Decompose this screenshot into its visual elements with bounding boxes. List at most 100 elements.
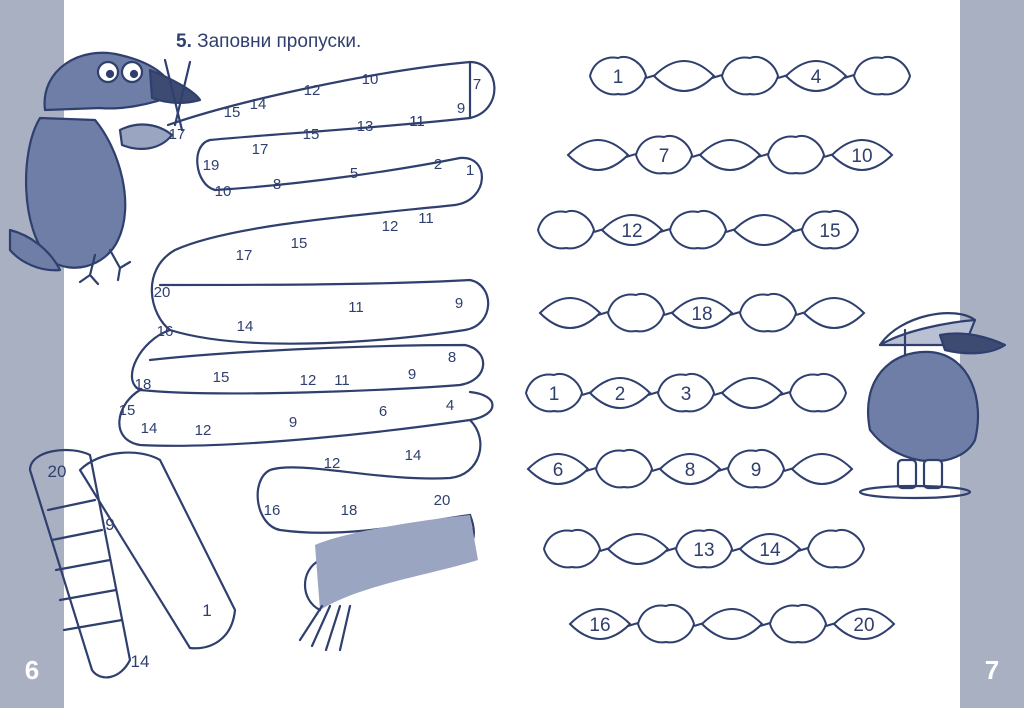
leaf-blank [542, 529, 602, 569]
leaf-number: 10 [851, 146, 872, 167]
scarf-label: 12 [382, 218, 399, 235]
leaf-blank [732, 214, 796, 246]
leaf-number: 15 [819, 221, 840, 242]
crow-with-umbrella-illustration [858, 312, 1007, 500]
leaf-filled [738, 533, 802, 565]
leaf-filled [524, 373, 584, 413]
scarf-label: 9 [457, 100, 465, 117]
leaf-filled [674, 529, 734, 569]
leaf-blank [852, 56, 912, 96]
scarf-label: 12 [300, 372, 317, 389]
scarf-label: 12 [195, 422, 212, 439]
leaf-blank [720, 377, 784, 409]
scarf-label: 16 [264, 502, 281, 519]
leaf-blank [738, 293, 798, 333]
leaf-filled [634, 135, 694, 175]
leaf-filled [726, 449, 786, 489]
scarf-label: 15 [119, 402, 136, 419]
striped-scarf-end [298, 515, 478, 652]
scarf-label: 13 [357, 118, 374, 135]
leaf-blank [538, 297, 602, 329]
leaf-blank [768, 604, 828, 644]
scarf-label: 8 [273, 176, 281, 193]
leaf-filled [568, 608, 632, 640]
leaf-row: 7 10 [566, 135, 894, 175]
leaf-filled [832, 608, 896, 640]
leaf-number: 8 [685, 460, 696, 481]
scarf-label: 11 [348, 299, 364, 316]
task-title: 5. Заповни пропуски. [176, 31, 361, 53]
crow-knitting-illustration [8, 51, 202, 286]
leaf-blank [720, 56, 780, 96]
leaf-number: 20 [853, 615, 874, 636]
scarf-label: 20 [154, 284, 171, 301]
leaf-blank [806, 529, 866, 569]
leaf-filled [656, 373, 716, 413]
leaf-number: 1 [549, 384, 560, 405]
leaf-filled [784, 60, 848, 92]
scarf-label: 8 [448, 349, 456, 366]
scarf-label: 12 [324, 455, 341, 472]
scarf-label: 14 [237, 318, 254, 335]
scarf-label: 15 [291, 235, 308, 252]
leaf-row: 13 14 [542, 529, 866, 569]
scarf-label: 15 [303, 126, 320, 143]
scarf-label: 11 [334, 372, 350, 389]
scarf-label: 17 [236, 247, 253, 264]
leaf-filled [600, 214, 664, 246]
page-number-left: 6 [24, 655, 40, 685]
leaf-filled [830, 139, 894, 171]
leaf-blank [606, 293, 666, 333]
leaf-blank [606, 533, 670, 565]
leaf-number: 7 [659, 146, 670, 167]
task-separator: . [186, 31, 192, 52]
leaf-blank [668, 210, 728, 250]
folded-scarf-label: 14 [131, 652, 150, 671]
folded-scarf-drawing [28, 448, 237, 679]
leaf-blank [652, 60, 716, 92]
leaf-number: 13 [693, 540, 714, 561]
scarf-label: 2 [434, 156, 442, 173]
scarf-label: 10 [362, 71, 379, 88]
leaf-filled [800, 210, 860, 250]
leaf-blank [636, 604, 696, 644]
scarf-label: 9 [408, 366, 416, 383]
scarf-label: 9 [289, 414, 297, 431]
scarf-label: 5 [350, 165, 358, 182]
leaf-filled [658, 453, 722, 485]
leaf-number: 9 [751, 460, 762, 481]
scarf-label: 9 [455, 295, 463, 312]
page-number-right: 7 [984, 655, 1000, 685]
scarf-label: 11 [409, 113, 425, 130]
leaf-number: 1 [613, 67, 624, 88]
scarf-label: 11 [418, 210, 434, 227]
scarf-label: 14 [250, 96, 267, 113]
leaf-number: 16 [589, 615, 610, 636]
leaf-filled [588, 377, 652, 409]
folded-scarf-label: 9 [105, 515, 114, 534]
leaf-number: 14 [759, 540, 781, 561]
task-number: 5 [176, 31, 187, 52]
leaf-number: 2 [615, 384, 626, 405]
scarf-label: 7 [473, 76, 481, 93]
task-text: Заповни пропуски. [197, 31, 362, 52]
leaf-filled [588, 56, 648, 96]
scarf-label: 11 [409, 113, 425, 130]
scarf-labels: 7 9 10 11 12 14 15 17 15 13 11 2 1 5 8 1… [119, 71, 482, 519]
scarf-label: 18 [135, 376, 152, 393]
scarf-label: 17 [252, 141, 269, 158]
leaf-row: 18 [538, 293, 866, 333]
scarf-label: 4 [446, 397, 454, 414]
scarf-label: 20 [434, 492, 451, 509]
folded-scarf-label: 20 [48, 462, 67, 481]
scarf-label: 1 [466, 162, 474, 179]
scarf-label: 19 [203, 157, 220, 174]
scarf-label: 18 [341, 502, 358, 519]
folded-scarf-labels: 20 9 1 14 [48, 462, 212, 671]
leaf-blank [536, 210, 596, 250]
leaf-filled [670, 297, 734, 329]
